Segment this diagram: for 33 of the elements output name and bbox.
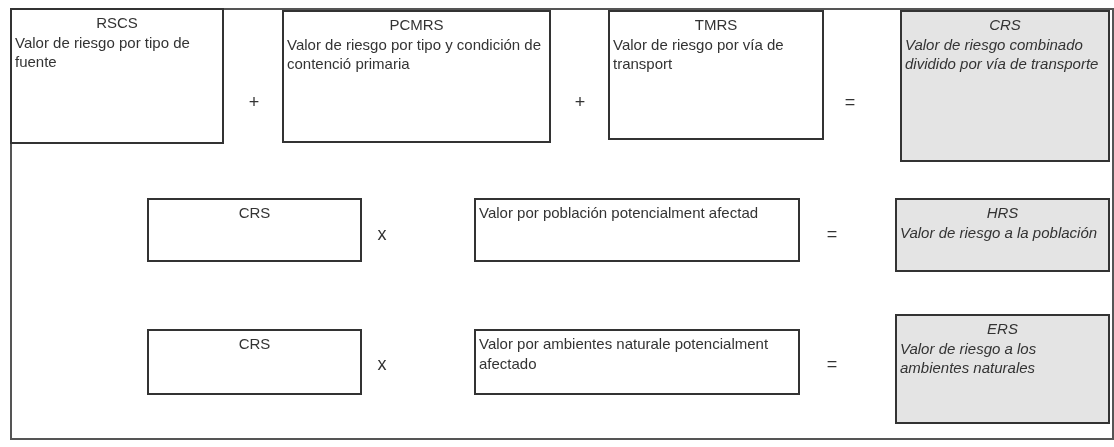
box-text: Valor de riesgo por tipo de fuente — [15, 32, 191, 72]
result-box — [895, 198, 1110, 272]
operator-symbol: + — [574, 91, 586, 115]
box-heading: RSCS — [95, 13, 139, 33]
term-box — [147, 329, 362, 395]
box-heading: CRS — [237, 203, 272, 223]
operator-symbol: + — [248, 91, 260, 115]
box-text: Valor de riesgo por vía de transport — [613, 34, 785, 74]
result-box — [895, 314, 1110, 424]
operator-symbol: x — [377, 223, 387, 247]
box-text: Valor por ambientes naturale potencialment afectado — [479, 334, 770, 373]
operator-symbol: = — [844, 91, 856, 115]
operator-symbol: = — [826, 353, 838, 377]
box-heading: PCMRS — [388, 15, 445, 35]
term-box — [608, 10, 824, 140]
operator-symbol: x — [377, 353, 387, 377]
box-heading: CRS — [988, 15, 1022, 35]
term-box — [10, 8, 224, 144]
term-box — [282, 10, 551, 143]
term-box — [474, 198, 800, 262]
box-heading: ERS — [986, 319, 1019, 339]
box-heading: HRS — [985, 203, 1020, 223]
box-text: Valor de riesgo a la población — [900, 222, 1099, 242]
term-box — [147, 198, 362, 262]
box-text: Valor por población potencialment afectad — [479, 203, 760, 223]
result-box — [900, 10, 1110, 162]
box-text: Valor de riesgo combinado dividido por vía de transporte — [905, 34, 1100, 74]
operator-symbol: = — [826, 223, 838, 247]
box-heading: TMRS — [693, 15, 739, 35]
term-box — [474, 329, 800, 395]
box-text: Valor de riesgo a los ambientes naturales — [900, 338, 1038, 378]
box-text: Valor de riesgo por tipo y condición de contenció primaria — [287, 34, 543, 74]
box-heading: CRS — [237, 334, 272, 354]
